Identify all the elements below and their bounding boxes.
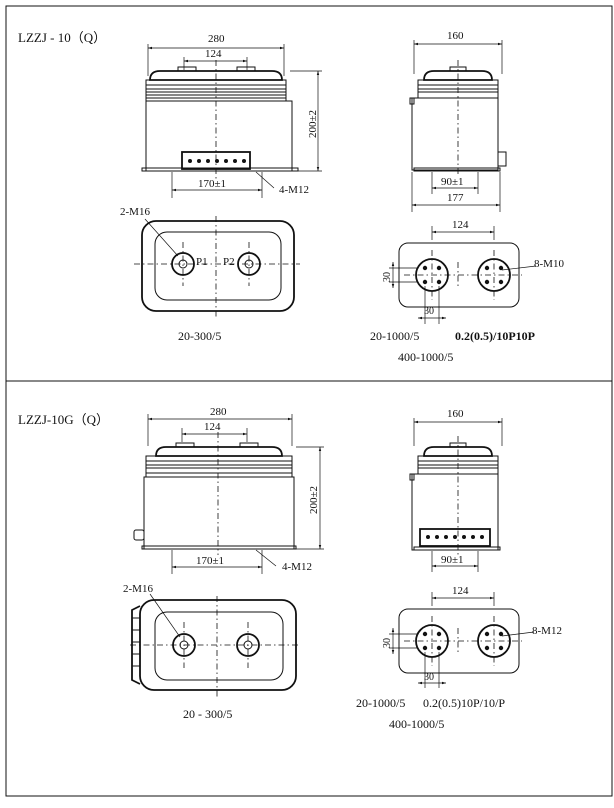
dim-160: 160 xyxy=(447,30,464,42)
dim-280: 280 xyxy=(210,406,227,418)
dim-90: 90±1 xyxy=(441,554,464,566)
dim-30-horizontal: 30 xyxy=(424,306,434,317)
model-title: LZZJ-10G（Q） xyxy=(18,412,109,427)
side-view: 160 90±1 xyxy=(409,408,503,572)
hole-label: 8-M12 xyxy=(532,625,562,637)
dim-170: 170±1 xyxy=(196,555,224,567)
hole-label: 2-M16 xyxy=(123,583,153,595)
dim-170: 170±1 xyxy=(198,178,226,190)
dim-124: 124 xyxy=(205,48,222,60)
dim-177: 177 xyxy=(447,192,464,204)
dim-30-vertical: 30 xyxy=(382,638,393,648)
hole-label: 8-M10 xyxy=(534,258,564,270)
dim-90: 90±1 xyxy=(441,176,464,188)
page-border xyxy=(5,5,613,797)
dim-30-horizontal: 30 xyxy=(424,672,434,683)
bolt-label: 4-M12 xyxy=(279,184,309,196)
ratio-label-b: 400-1000/5 xyxy=(398,350,453,364)
ratio-label-a: 20-1000/5 xyxy=(370,329,419,343)
section-2: LZZJ-10G（Q） 280 124 200± xyxy=(18,406,562,731)
section-1: LZZJ - 10（Q） 280 124 xyxy=(18,30,564,364)
accuracy-label: 0.2(0.5)10P/10/P xyxy=(423,696,505,710)
dim-124: 124 xyxy=(204,421,221,433)
model-title: LZZJ - 10（Q） xyxy=(18,30,106,45)
accuracy-label: 0.2(0.5)/10P10P xyxy=(455,329,535,343)
bolt-label: 4-M12 xyxy=(282,561,312,573)
ratio-label: 20-300/5 xyxy=(178,329,221,343)
terminal-strip xyxy=(181,151,251,170)
terminal-plate-view: 124 30 30 8-M12 20-1000/5 0.2(0.5)10P/10… xyxy=(356,585,562,731)
front-view: 280 124 200±2 170±1 4- xyxy=(133,406,324,574)
p2-label: P2 xyxy=(223,256,235,268)
terminal-strip xyxy=(419,528,491,547)
side-view: 160 90±1 177 xyxy=(409,30,507,212)
dim-30-vertical: 30 xyxy=(382,272,393,282)
ratio-label-b: 400-1000/5 xyxy=(389,717,444,731)
hole-label: 2-M16 xyxy=(120,206,150,218)
dim-200: 200±2 xyxy=(308,486,320,514)
dim-200: 200±2 xyxy=(307,110,319,138)
p1-label: P1 xyxy=(196,256,208,268)
bottom-view: 2-M16 20 - 300/5 xyxy=(123,583,300,721)
ratio-label-a: 20-1000/5 xyxy=(356,696,405,710)
ratio-label: 20 - 300/5 xyxy=(183,707,232,721)
terminal-plate-view: 124 30 30 8-M10 20-1000/5 0.2(0.5)/10P10… xyxy=(370,219,564,364)
bottom-view: 2-M16 P1 P2 20-300/5 xyxy=(120,206,300,343)
dim-280: 280 xyxy=(208,33,225,45)
front-view: 280 124 200±2 xyxy=(141,33,322,198)
dim-160: 160 xyxy=(447,408,464,420)
dim-124: 124 xyxy=(452,219,469,231)
dim-124: 124 xyxy=(452,585,469,597)
